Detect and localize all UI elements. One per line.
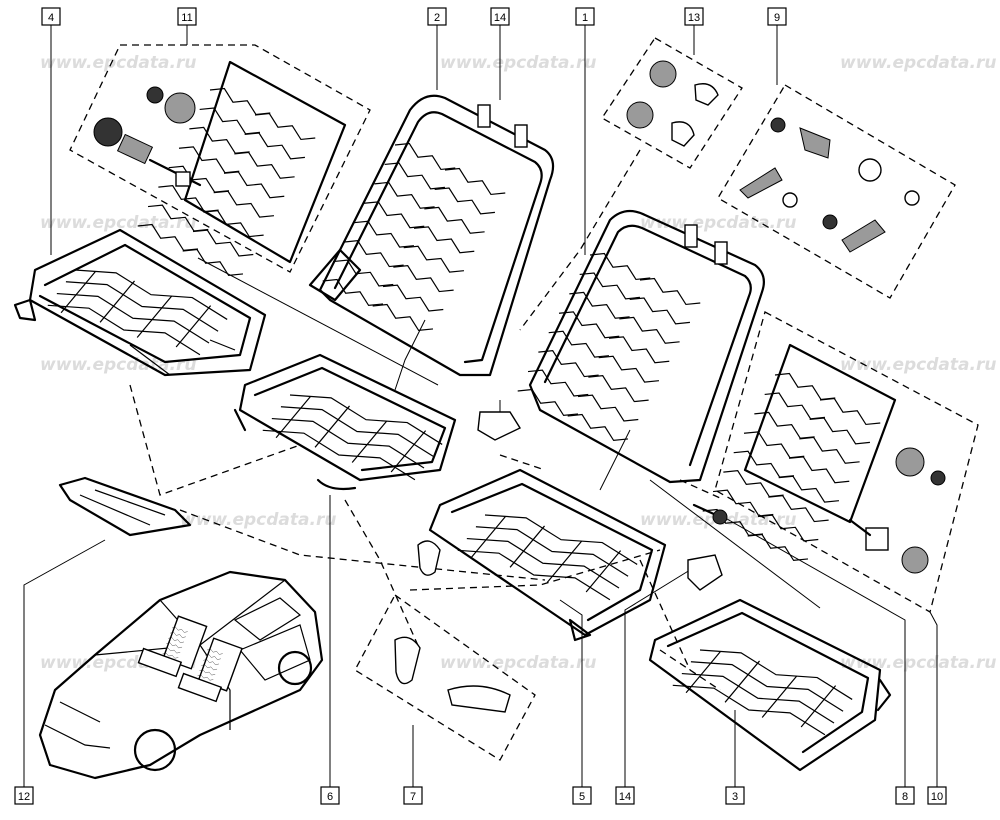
levers-and-knobs — [739, 117, 920, 253]
svg-text:2: 2 — [434, 12, 440, 24]
seat-rod — [316, 478, 357, 491]
callout-7: 7 — [403, 786, 423, 805]
seat-frame-right — [428, 468, 667, 642]
watermark-text: www.epcdata.ru — [40, 355, 196, 375]
watermark-text: www.epcdata.ru — [40, 53, 196, 73]
watermark-text: www.epcdata.ru — [440, 653, 596, 673]
lumbar-spring-mat-right — [702, 343, 946, 574]
car-illustration — [38, 570, 324, 780]
seat-back-frame-center — [308, 94, 555, 377]
watermark-text: www.epcdata.ru — [40, 213, 196, 233]
callout-8: 8 — [895, 786, 915, 805]
callout-1: 1 — [575, 7, 595, 26]
trim-covers — [394, 540, 511, 713]
watermark-text: www.epcdata.ru — [840, 53, 996, 73]
svg-text:8: 8 — [902, 791, 908, 803]
bolt — [692, 503, 728, 525]
callout-3: 3 — [725, 786, 745, 805]
svg-text:11: 11 — [181, 12, 192, 24]
callout-9: 9 — [767, 7, 787, 26]
seat-frame-left — [13, 228, 267, 377]
clip-lower — [687, 554, 723, 591]
seat-frame-lower-right — [648, 598, 892, 772]
callout-5: 5 — [572, 786, 592, 805]
watermark-text: www.epcdata.ru — [440, 53, 596, 73]
svg-text:6: 6 — [327, 791, 333, 803]
svg-text:12: 12 — [18, 791, 30, 803]
callout-2: 2 — [427, 7, 447, 26]
watermark-text: www.epcdata.ru — [840, 355, 996, 375]
seat-back-frame-right — [517, 209, 765, 484]
leader-lines — [23, 25, 938, 787]
callout-4: 4 — [41, 7, 61, 26]
callout-14-bottom: 14 — [615, 786, 635, 805]
svg-text:1: 1 — [582, 12, 588, 24]
callout-12: 12 — [14, 786, 34, 805]
callout-14-top: 14 — [490, 7, 510, 26]
clip-upper — [477, 411, 522, 441]
svg-text:9: 9 — [774, 12, 780, 24]
svg-text:4: 4 — [48, 12, 54, 24]
seat-rail-bracket — [58, 476, 192, 537]
lumbar-spring-mat-left — [93, 60, 347, 282]
svg-text:5: 5 — [579, 791, 585, 803]
watermark-text: www.epcdata.ru — [640, 213, 796, 233]
callout-10: 10 — [927, 786, 947, 805]
dashed-group-outlines — [69, 37, 979, 761]
svg-text:13: 13 — [688, 12, 700, 24]
svg-text:3: 3 — [732, 791, 738, 803]
seat-frame-center — [233, 353, 457, 488]
knob-covers — [626, 60, 719, 147]
svg-text:14: 14 — [494, 12, 506, 24]
svg-text:14: 14 — [619, 791, 631, 803]
svg-text:10: 10 — [931, 791, 943, 803]
watermark-text: www.epcdata.ru — [840, 653, 996, 673]
callout-11: 11 — [177, 7, 197, 26]
callout-13: 13 — [684, 7, 704, 26]
svg-text:7: 7 — [410, 791, 416, 803]
callout-6: 6 — [320, 786, 340, 805]
watermark-text: www.epcdata.ru — [180, 510, 336, 530]
